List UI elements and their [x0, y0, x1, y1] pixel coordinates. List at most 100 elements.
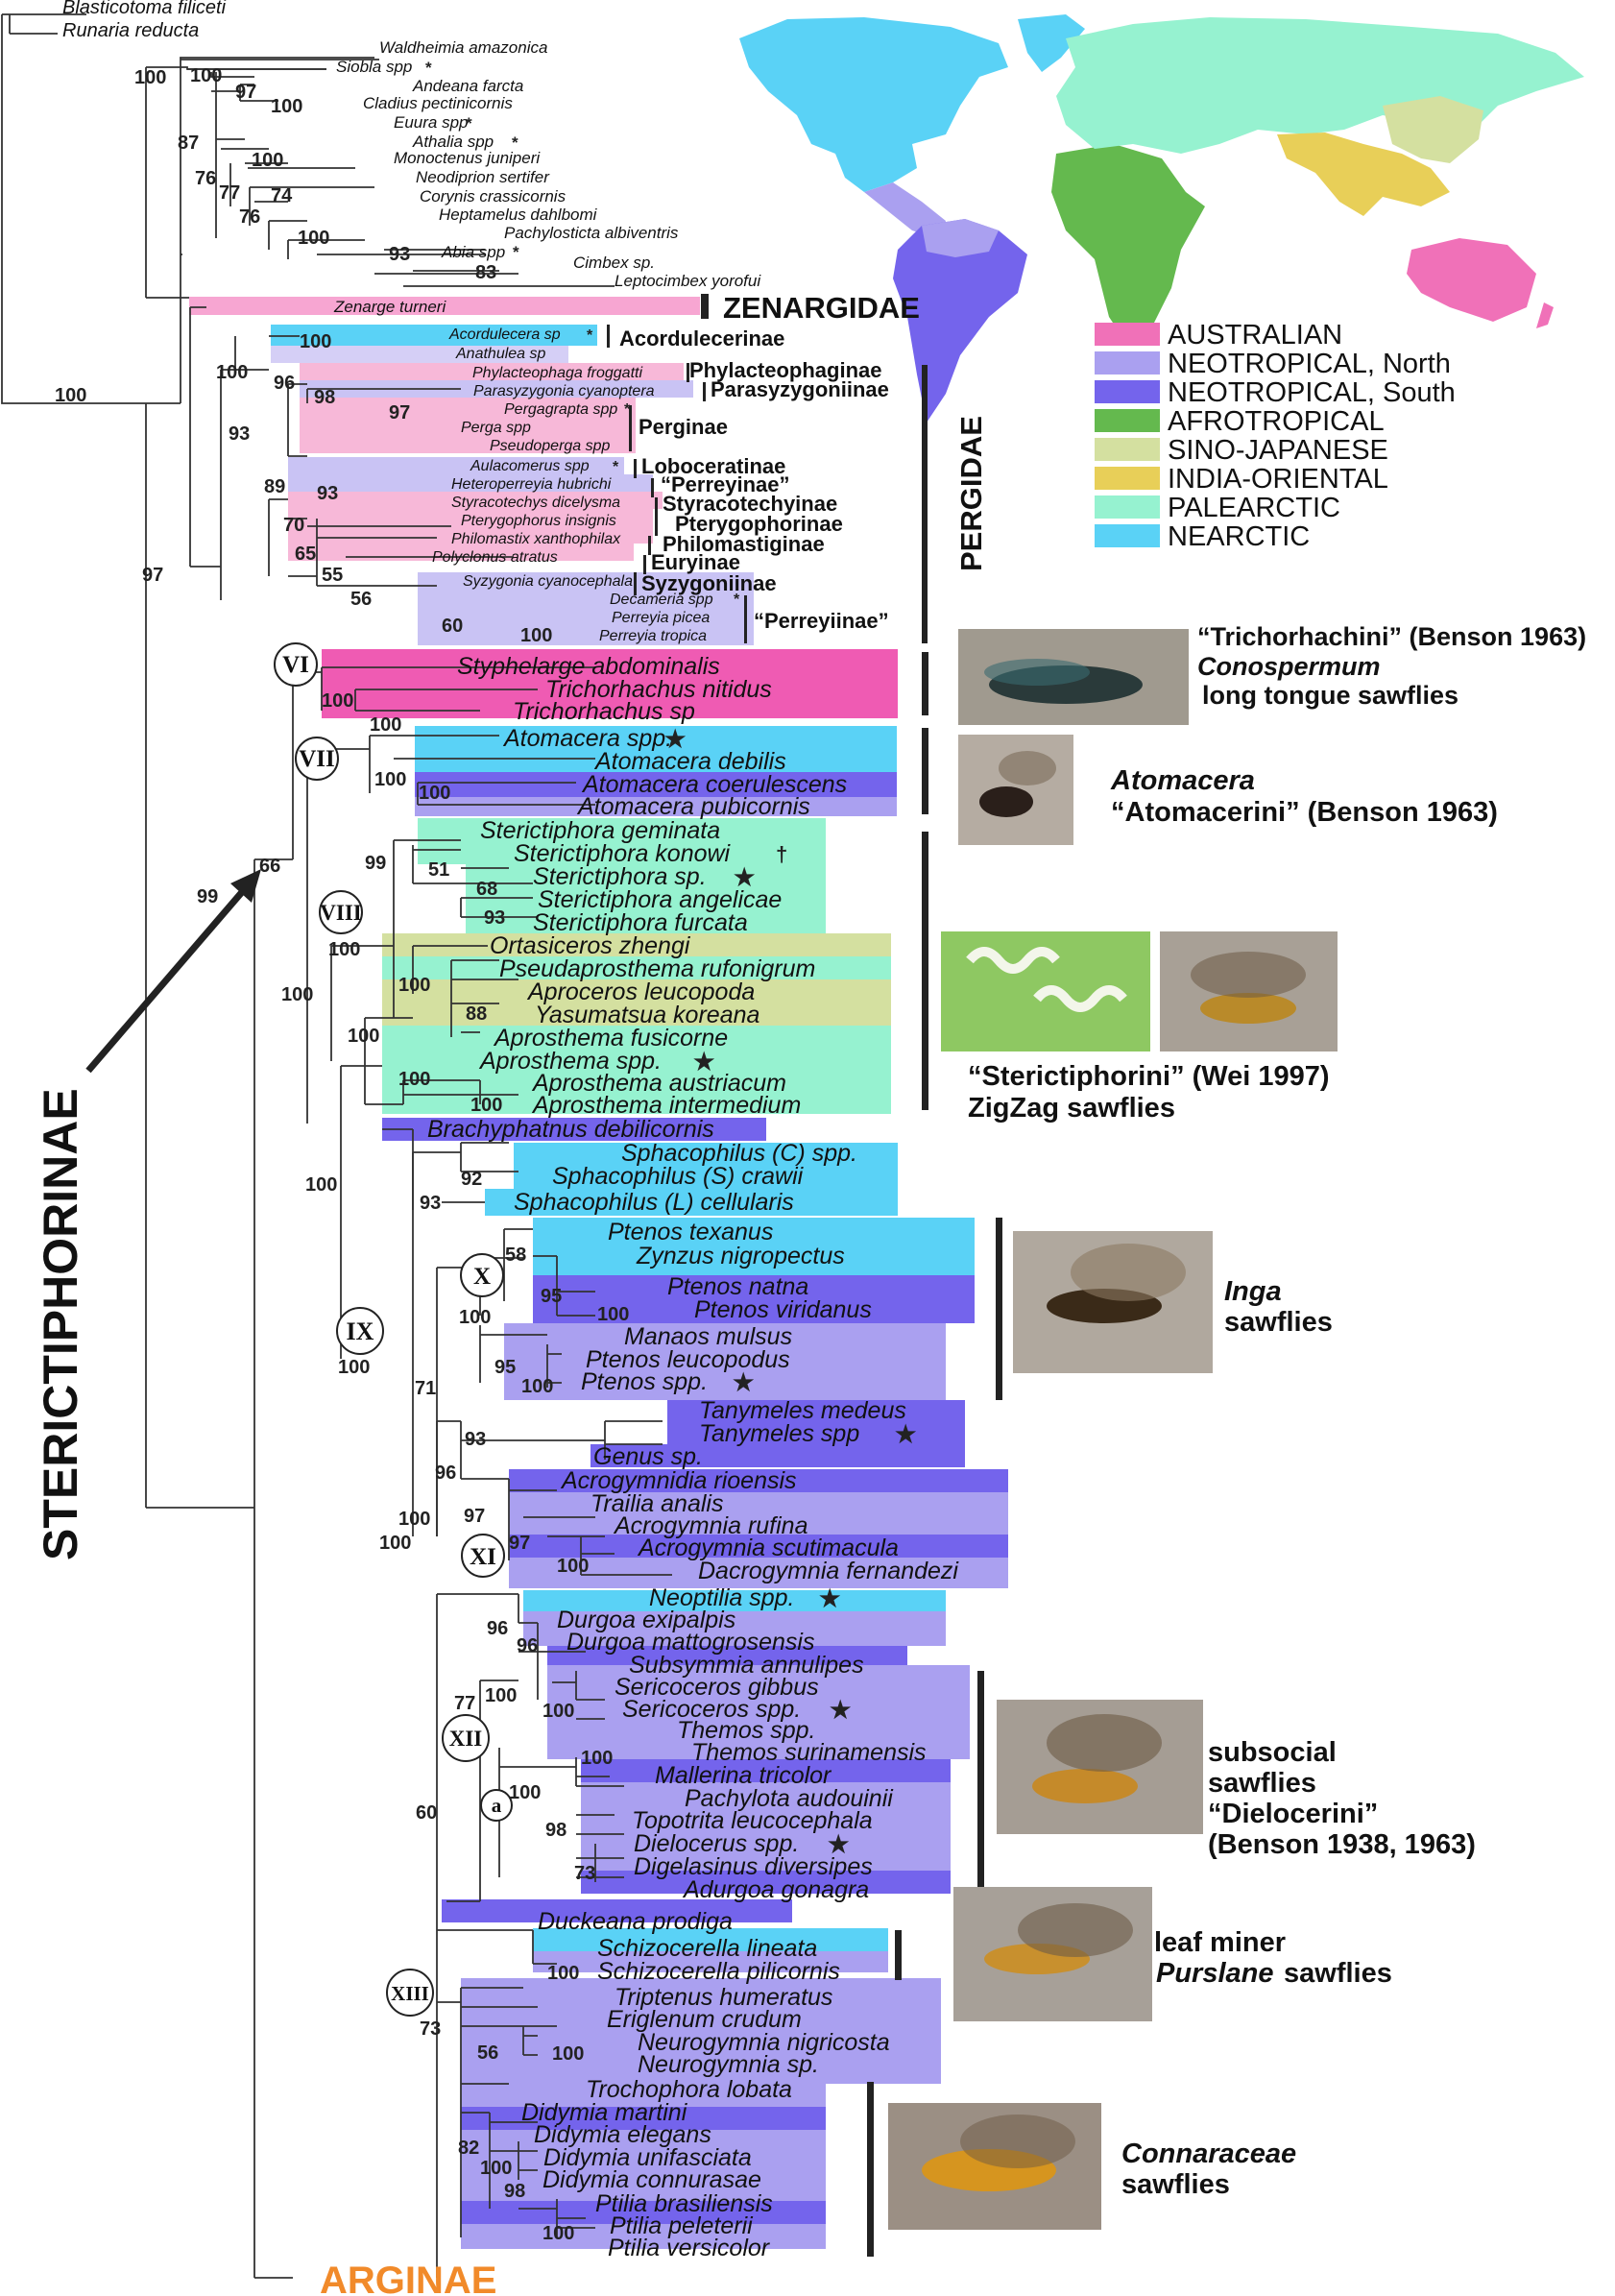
support-value: 96: [435, 1462, 456, 1484]
caption: leaf miner: [1154, 1927, 1286, 1958]
legend-label: NEOTROPICAL, North: [1168, 349, 1451, 379]
support-value: 60: [442, 616, 463, 637]
support-value: 100: [305, 1174, 337, 1196]
caption: Conospermum: [1197, 652, 1381, 681]
taxon-label: Pachylota audouinii: [685, 1785, 894, 1812]
taxon-label: Philomastix xanthophilax: [451, 531, 621, 547]
taxon-label: Leptocimbex yorofui: [615, 272, 761, 290]
clade-circle: [386, 1969, 434, 2017]
taxon-label: Trochophora lobata: [586, 2076, 792, 2103]
support-value: 100: [398, 1509, 430, 1530]
taxon-label: Monoctenus juniperi: [394, 149, 541, 167]
taxon-label: Neoptilia spp.: [649, 1584, 794, 1611]
support-value: 96: [274, 373, 295, 394]
map-new-zealand: [1536, 302, 1554, 328]
taxon-label: Neurogymnia sp.: [638, 2051, 819, 2078]
taxon-label: Sphacophilus (S) crawii: [552, 1163, 805, 1190]
support-value: 88: [466, 1003, 487, 1025]
photo-purslane: [953, 1887, 1152, 2021]
photo-connaraceae: [888, 2103, 1101, 2230]
support-value: 96: [487, 1618, 508, 1639]
taxon-label: Aulacomerus spp: [470, 458, 590, 474]
taxon-label: Aproceros leucopoda: [526, 979, 755, 1005]
support-value: 100: [470, 1095, 502, 1116]
terminal-marker: *: [512, 133, 518, 152]
taxon-label: Digelasinus diversipes: [634, 1853, 873, 1880]
clade-circle: [274, 642, 318, 687]
taxon-label: Atomacera spp.: [502, 725, 672, 752]
taxon-label: Genus sp.: [593, 1443, 703, 1470]
terminal-marker: *: [466, 114, 472, 133]
taxon-label: Didymia martini: [521, 2099, 688, 2126]
support-value: 100: [271, 96, 302, 117]
support-value: 100: [252, 150, 283, 171]
caption: “Atomacerini” (Benson 1963): [1111, 797, 1498, 828]
support-value: 93: [420, 1193, 441, 1214]
taxon-label: Sterictiphora furcata: [533, 909, 748, 936]
map-india-oriental: [1277, 133, 1450, 216]
terminal-marker: ★: [734, 864, 756, 891]
support-value: 96: [517, 1635, 538, 1656]
taxon-label: Abia spp: [441, 243, 505, 261]
taxon-label: Ptenos texanus: [608, 1219, 773, 1245]
support-value: 100: [419, 783, 450, 804]
clade-circle: [461, 1534, 505, 1578]
support-value: 100: [55, 385, 86, 406]
caption: ZigZag sawflies: [968, 1093, 1175, 1124]
taxon-label: Decameria spp: [610, 592, 713, 608]
clade-number: a: [492, 1794, 502, 1817]
support-value: 100: [374, 769, 406, 790]
taxon-label: Acrogymnia rufina: [613, 1512, 808, 1539]
support-values: 100 100 97 100 87 100 76 77 74 76 100 93…: [55, 65, 629, 2244]
legend-swatch-neotropical-north: [1095, 351, 1160, 375]
taxon-label: Pterygophorus insignis: [461, 513, 616, 529]
taxon-bands: [189, 297, 1008, 2249]
taxon-label: Sericoceros gibbus: [615, 1674, 819, 1701]
subfamily-title: STERICTIPHORINAE: [34, 1088, 87, 1560]
terminal-marker: *: [734, 592, 740, 608]
support-value: 100: [542, 2223, 574, 2244]
taxon-label: Atomacera debilis: [593, 748, 786, 775]
subfamily-label: “Perreyiinae”: [754, 609, 889, 633]
subfamily-label: Styracotechyinae: [663, 492, 837, 516]
support-value: 100: [597, 1304, 629, 1325]
legend-swatch-afrotropical: [1095, 409, 1160, 432]
taxon-label: Ptenos natna: [667, 1273, 808, 1300]
caption: Connaraceae: [1121, 2139, 1296, 2169]
legend-swatch-sino-japanese: [1095, 438, 1160, 461]
taxon-label: Acordulecera sp: [448, 326, 561, 343]
tree-branches: [1, 13, 672, 2279]
taxon-label: Aprosthema fusicorne: [493, 1025, 728, 1051]
clade-number: XII: [449, 1727, 483, 1751]
subfamily-label: Perginae: [639, 415, 728, 439]
support-value: 82: [458, 2138, 479, 2159]
caption: sawflies: [1121, 2169, 1230, 2200]
support-value: 93: [484, 907, 505, 929]
taxon-label: Sphacophilus (C) spp.: [621, 1140, 857, 1167]
support-value: 76: [195, 168, 216, 189]
clade-number: XIII: [391, 1982, 429, 2005]
support-value: 100: [480, 2158, 512, 2179]
taxon-label: Subsymmia annulipes: [629, 1652, 864, 1679]
terminal-marker: †: [776, 842, 787, 866]
taxon-label: Cladius pectinicornis: [363, 94, 513, 112]
map-greenland: [1018, 14, 1085, 72]
taxon-label: Themos spp.: [677, 1717, 816, 1744]
clade-number: VII: [299, 746, 335, 772]
taxon-label: Durgoa exipalpis: [557, 1607, 735, 1633]
taxon-label: Trailia analis: [591, 1490, 723, 1517]
taxon-label: Heptamelus dahlbomi: [439, 205, 598, 224]
taxon-label: Mallerina tricolor: [655, 1762, 832, 1789]
taxon-label: Acrogymnia scutimacula: [637, 1535, 899, 1561]
support-value: 100: [485, 1685, 517, 1706]
terminal-marker: ★: [693, 1049, 715, 1075]
taxon-label: Aprosthema intermedium: [531, 1092, 801, 1119]
caption: sawflies: [1208, 1768, 1316, 1799]
taxon-label: Phylacteophaga froggatti: [472, 365, 642, 381]
support-value: 71: [415, 1378, 436, 1399]
support-value: 97: [464, 1506, 485, 1527]
legend-label: INDIA-ORIENTAL: [1168, 464, 1388, 495]
support-value: 92: [461, 1169, 482, 1190]
support-value: 97: [142, 565, 163, 586]
